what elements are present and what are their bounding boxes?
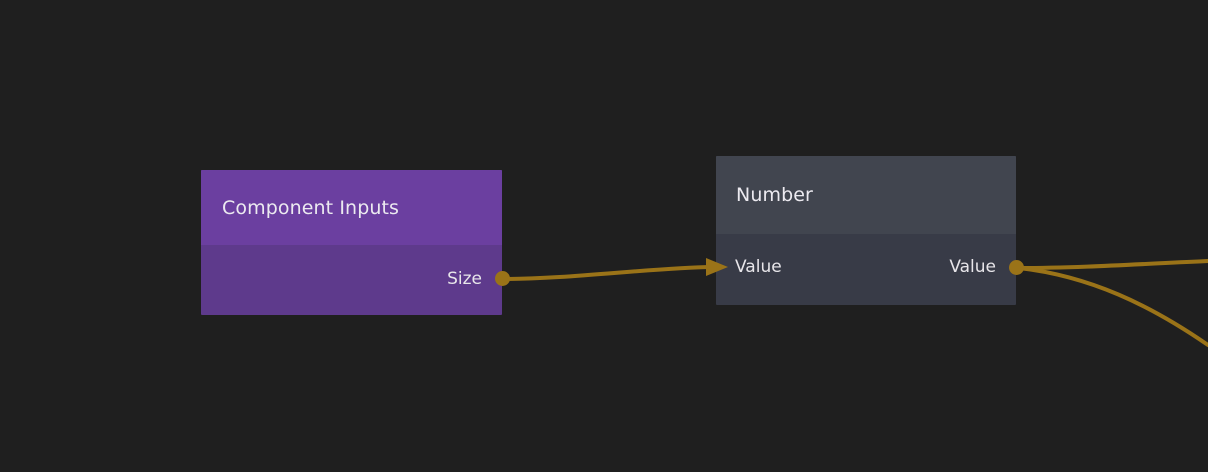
output-port-label-size: Size [447, 268, 482, 289]
input-port-arrow-value[interactable] [706, 258, 728, 276]
node-number-title: Number [736, 184, 813, 206]
node-number[interactable]: Number Value Value [706, 156, 1024, 305]
edge-value-out-lower [1017, 266, 1208, 347]
input-port-label-value: Value [735, 256, 782, 277]
node-component-inputs-title: Component Inputs [222, 196, 400, 219]
node-component-inputs-header[interactable]: Component Inputs [201, 170, 502, 245]
output-port-label-value: Value [949, 256, 996, 277]
port-row-value[interactable]: Value Value [716, 254, 1016, 280]
node-component-inputs[interactable]: Component Inputs Size [201, 170, 510, 315]
edge-value-out-upper [1017, 259, 1208, 270]
node-number-box[interactable]: Number Value Value [716, 156, 1016, 305]
output-port-dot-size[interactable] [495, 271, 510, 286]
edge-size-to-value [502, 265, 714, 281]
node-component-inputs-box[interactable]: Component Inputs Size [201, 170, 502, 315]
output-port-row-size[interactable]: Size [201, 266, 502, 292]
output-port-dot-value[interactable] [1009, 260, 1024, 275]
node-number-header[interactable]: Number [716, 156, 1016, 234]
